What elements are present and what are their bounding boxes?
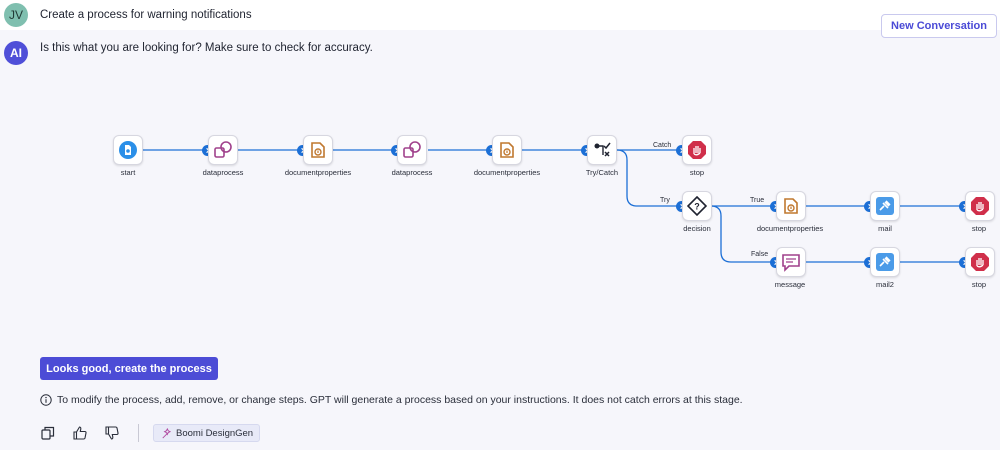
node-message[interactable]	[776, 247, 806, 277]
edge-label-false: False	[751, 251, 769, 258]
node-start[interactable]	[113, 135, 143, 165]
user-message: Create a process for warning notificatio…	[40, 9, 252, 21]
node-label-dataprocess-2: dataprocess	[391, 168, 433, 177]
message-icon	[782, 254, 800, 272]
new-conversation-button[interactable]: New Conversation	[881, 14, 997, 38]
node-label-documentproperties: documentproperties	[284, 168, 352, 177]
node-label-stop: stop	[689, 168, 705, 177]
edge-false-message	[710, 205, 780, 263]
node-label-documentproperties-3: documentproperties	[756, 224, 824, 233]
svg-text:?: ?	[694, 202, 700, 212]
node-try-catch[interactable]	[587, 135, 617, 165]
copy-button[interactable]	[40, 425, 56, 441]
edge-label-catch: Catch	[653, 142, 672, 149]
actions-divider	[138, 424, 139, 442]
stop-hand-icon	[688, 141, 706, 159]
node-label-documentproperties-2: documentproperties	[473, 168, 541, 177]
mail-connector-icon	[876, 197, 894, 215]
node-documentproperties[interactable]	[303, 135, 333, 165]
node-label-stop-2: stop	[971, 224, 987, 233]
node-decision[interactable]: ?	[682, 191, 712, 221]
info-icon	[40, 394, 52, 406]
thumbs-down-button[interactable]	[104, 425, 120, 441]
badge-label: Boomi DesignGen	[176, 427, 254, 439]
flow-connectors	[143, 149, 964, 263]
decision-icon: ?	[687, 196, 707, 216]
sparkle-icon	[162, 427, 171, 438]
node-stop-catch[interactable]	[682, 135, 712, 165]
designgen-badge: Boomi DesignGen	[153, 424, 261, 442]
node-label-stop-3: stop	[971, 280, 987, 289]
node-dataprocess[interactable]	[208, 135, 238, 165]
node-label-dataprocess: dataprocess	[202, 168, 244, 177]
node-dataprocess-2[interactable]	[397, 135, 427, 165]
thumbs-down-icon	[105, 426, 119, 440]
node-mail[interactable]	[870, 191, 900, 221]
edge-label-true: True	[750, 197, 765, 204]
node-label-try-catch: Try/Catch	[585, 168, 619, 177]
dataprocess-icon	[403, 141, 421, 158]
stop-hand-icon	[971, 197, 989, 215]
edge-label-try: Try	[660, 197, 670, 204]
document-properties-icon	[311, 142, 325, 158]
message-actions: Boomi DesignGen	[40, 424, 261, 442]
node-label-start: start	[120, 168, 136, 177]
user-message-row	[0, 0, 1000, 30]
node-label-mail: mail	[878, 224, 892, 233]
node-stop-false[interactable]	[965, 247, 995, 277]
node-label-message: message	[774, 280, 806, 289]
node-label-mail2: mail2	[876, 280, 894, 289]
document-properties-icon	[784, 198, 798, 214]
thumbs-up-button[interactable]	[72, 425, 88, 441]
user-avatar: JV	[4, 3, 28, 27]
node-documentproperties-2[interactable]	[492, 135, 522, 165]
document-properties-icon	[500, 142, 514, 158]
mail-connector-icon	[876, 253, 894, 271]
node-mail2[interactable]	[870, 247, 900, 277]
stop-hand-icon	[971, 253, 989, 271]
node-documentproperties-3[interactable]	[776, 191, 806, 221]
dataprocess-icon	[214, 141, 232, 158]
create-process-button[interactable]: Looks good, create the process	[40, 357, 218, 380]
try-catch-icon	[594, 142, 611, 157]
node-stop-true[interactable]	[965, 191, 995, 221]
info-note: To modify the process, add, remove, or c…	[40, 394, 743, 406]
ai-message: Is this what you are looking for? Make s…	[40, 42, 373, 54]
node-label-decision: decision	[683, 224, 711, 233]
edge-try-decision	[616, 149, 681, 207]
start-icon	[119, 141, 137, 159]
ai-avatar: AI	[4, 41, 28, 65]
info-text: To modify the process, add, remove, or c…	[57, 394, 743, 406]
thumbs-up-icon	[73, 426, 87, 440]
process-flow-diagram: Catch Try True False start dataprocess d…	[0, 120, 1000, 300]
copy-icon	[41, 426, 55, 440]
